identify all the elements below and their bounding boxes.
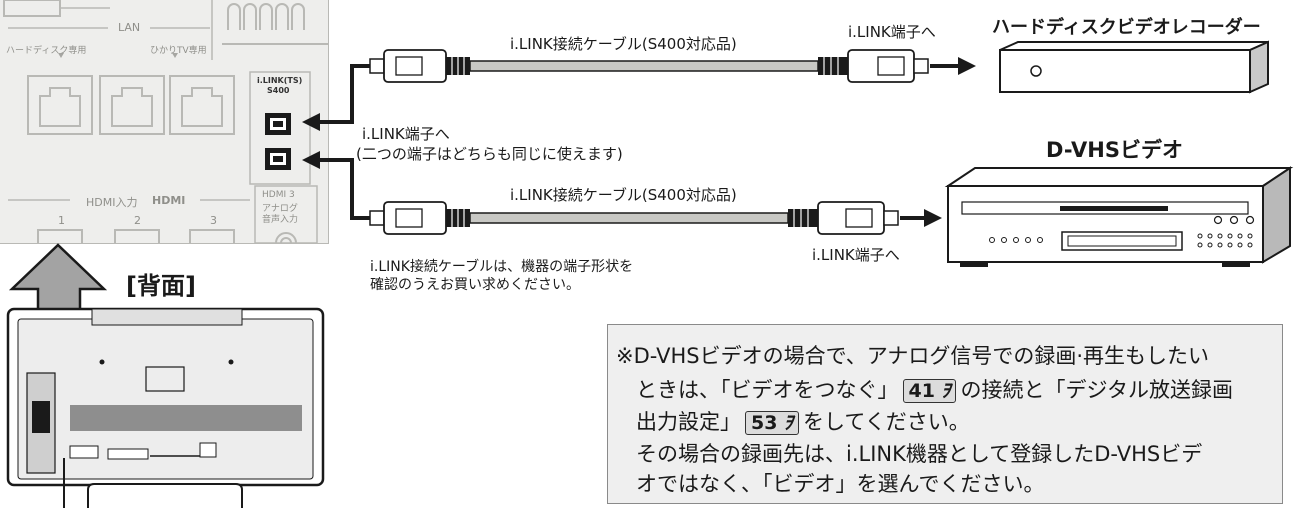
tv-side-label-2: (二つの端子はどちらも同じに使えます) bbox=[356, 145, 623, 163]
ilink-label: i.LINK(TS) bbox=[257, 76, 303, 85]
cable-bottom-to-label: i.LINK端子へ bbox=[812, 246, 900, 264]
note-line-4: その場合の録画先は、i.LINK機器として登録したD-VHSビデ bbox=[636, 442, 1203, 466]
cable-drawing bbox=[302, 40, 1294, 267]
page-ref-41-num: 41 bbox=[908, 380, 935, 402]
cable-note-2: 確認のうえお買い求めください。 bbox=[370, 277, 580, 293]
cable-top-label: i.LINK接続ケーブル(S400対応品) bbox=[510, 35, 737, 53]
note-line-1: ※D-VHSビデオの場合で、アナログ信号での録画·再生もしたい bbox=[616, 344, 1210, 368]
lan-port1-label: ハードディスク専用 bbox=[6, 46, 87, 56]
terminal-panel: LAN ハードディスク専用 ひかりTV専用 i.LINK(TS) S400 HD… bbox=[0, 0, 329, 244]
arrow-left-icon-1 bbox=[302, 113, 320, 131]
arrow-left-icon-2 bbox=[302, 151, 320, 169]
hdmi-num-1: 1 bbox=[58, 214, 65, 227]
ilink-speed: S400 bbox=[267, 86, 290, 95]
hdmi3-audio-2: アナログ bbox=[262, 204, 298, 214]
cable-note-1: i.LINK接続ケーブルは、機器の端子形状を bbox=[370, 259, 634, 275]
cable-bottom-icon bbox=[369, 201, 942, 235]
dvhs-deck-icon bbox=[944, 166, 1294, 267]
note-line-3-a: 出力設定」 bbox=[636, 410, 741, 434]
panel-drawing bbox=[3, 0, 328, 243]
hdmi-num-2: 2 bbox=[134, 214, 141, 227]
page-ref-41-mark: ｦ bbox=[940, 380, 951, 402]
note-line-2-a: ときは、「ビデオをつなぐ」 bbox=[636, 378, 899, 402]
note-line-3-b: をしてください。 bbox=[802, 410, 970, 434]
note-line-5: オではなく、「ビデオ」を選んでください。 bbox=[636, 472, 1045, 496]
dvhs-name: D-VHSビデオ bbox=[1046, 138, 1183, 162]
hdd-recorder-icon bbox=[999, 40, 1269, 94]
arrow-right-icon-1 bbox=[958, 57, 976, 75]
note-line-2-b: の接続と「デジタル放送録画 bbox=[960, 378, 1234, 402]
note-box: ※D-VHSビデオの場合で、アナログ信号での録画·再生もしたい ときは、「ビデオ… bbox=[607, 324, 1283, 504]
hdmi-num-3: 3 bbox=[210, 214, 217, 227]
hdd-recorder-name: ハードディスクビデオレコーダー bbox=[992, 17, 1261, 38]
tv-side-label-1: i.LINK端子へ bbox=[362, 125, 450, 143]
page-ref-53-num: 53 bbox=[751, 412, 778, 434]
tv-rear-illustration bbox=[6, 243, 325, 508]
page-ref-53-mark: ｦ bbox=[783, 412, 793, 434]
cable-bottom-label: i.LINK接続ケーブル(S400対応品) bbox=[510, 186, 737, 204]
lan-label: LAN bbox=[118, 21, 141, 34]
hdmi-logo: HDMI bbox=[152, 194, 186, 207]
arrow-right-icon-2 bbox=[924, 209, 942, 227]
hdmi3-audio-1: HDMI 3 bbox=[262, 190, 295, 200]
hdmi3-audio-3: 音声入力 bbox=[262, 215, 299, 225]
cable-top-to-label: i.LINK端子へ bbox=[848, 23, 936, 41]
hdmi-label: HDMI入力 bbox=[86, 196, 138, 209]
lan-port2-label: ひかりTV専用 bbox=[150, 46, 207, 56]
rear-label: [背面] bbox=[126, 272, 196, 300]
cable-top-icon bbox=[369, 49, 976, 83]
